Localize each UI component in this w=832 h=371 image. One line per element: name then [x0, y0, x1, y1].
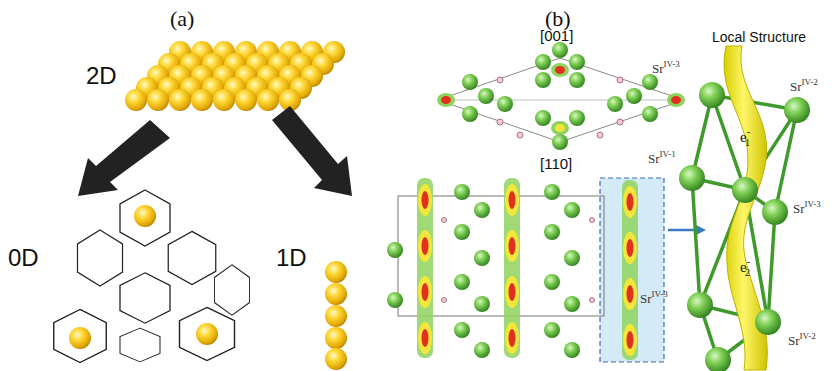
site-superscript: IV-2 [800, 331, 816, 341]
atom-label: SrIV-2 [788, 334, 816, 347]
element-symbol: Sr [652, 61, 664, 76]
atom-label: SrIV-3 [652, 62, 680, 75]
atom-label: SrIV-2 [790, 80, 818, 93]
element-symbol: Sr [788, 333, 800, 348]
site-superscript: IV-2 [802, 77, 818, 87]
site-superscript: IV-1 [660, 149, 676, 159]
panel-heading: Local Structure [712, 30, 806, 44]
site-superscript: IV-3 [652, 289, 668, 299]
panel-letter: (b) [545, 8, 571, 30]
site-superscript: IV-3 [805, 199, 821, 209]
dimension-label: 1D [276, 246, 307, 270]
atom-label: SrIV-3 [640, 292, 668, 305]
direction-label: [001] [540, 28, 573, 43]
atom-label: SrIV-3 [793, 202, 821, 215]
electron-label: e-1 [740, 130, 750, 145]
atom-label: SrIV-1 [648, 152, 676, 165]
charge-superscript: - [747, 256, 750, 267]
panel-letter: (a) [170, 8, 194, 30]
electron-label: e-2 [740, 260, 750, 275]
element-symbol: Sr [640, 291, 652, 306]
element-symbol: Sr [793, 201, 805, 216]
index-subscript: 2 [745, 267, 750, 278]
index-subscript: 1 [745, 137, 750, 148]
element-symbol: Sr [790, 79, 802, 94]
site-superscript: IV-3 [664, 59, 680, 69]
charge-superscript: - [747, 126, 750, 137]
element-symbol: Sr [648, 151, 660, 166]
dimension-label: 0D [8, 246, 39, 270]
dimension-label: 2D [86, 64, 117, 88]
direction-label: [110] [540, 156, 572, 171]
